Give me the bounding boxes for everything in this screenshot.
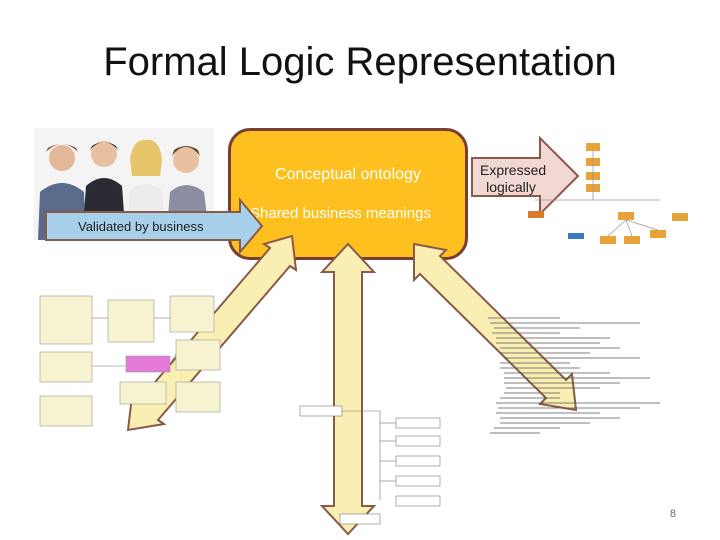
conceptual-ontology-box xyxy=(228,128,468,260)
schema-tree-thumbnail xyxy=(299,405,441,525)
expressed-label-line2: logically xyxy=(486,179,536,195)
ontology-title: Conceptual ontology xyxy=(275,166,421,183)
xml-code-thumbnail xyxy=(488,317,660,434)
expressed-arrow-label: Expressed logically xyxy=(480,162,547,196)
validated-arrow-label: Validated by business xyxy=(78,219,204,234)
ontology-subtitle: Shared business meanings xyxy=(250,205,431,222)
slide-number: 8 xyxy=(669,508,676,520)
double-arrow-center xyxy=(319,242,377,536)
ontology-graph-thumbnail xyxy=(528,143,688,244)
expressed-label-line1: Expressed xyxy=(480,162,547,178)
slide-title: Formal Logic Representation xyxy=(103,40,617,84)
uml-diagram-thumbnail xyxy=(39,295,221,427)
double-arrow-left xyxy=(126,234,298,432)
double-arrow-right xyxy=(413,242,578,412)
validated-arrow xyxy=(45,197,264,255)
expressed-arrow xyxy=(471,135,580,217)
